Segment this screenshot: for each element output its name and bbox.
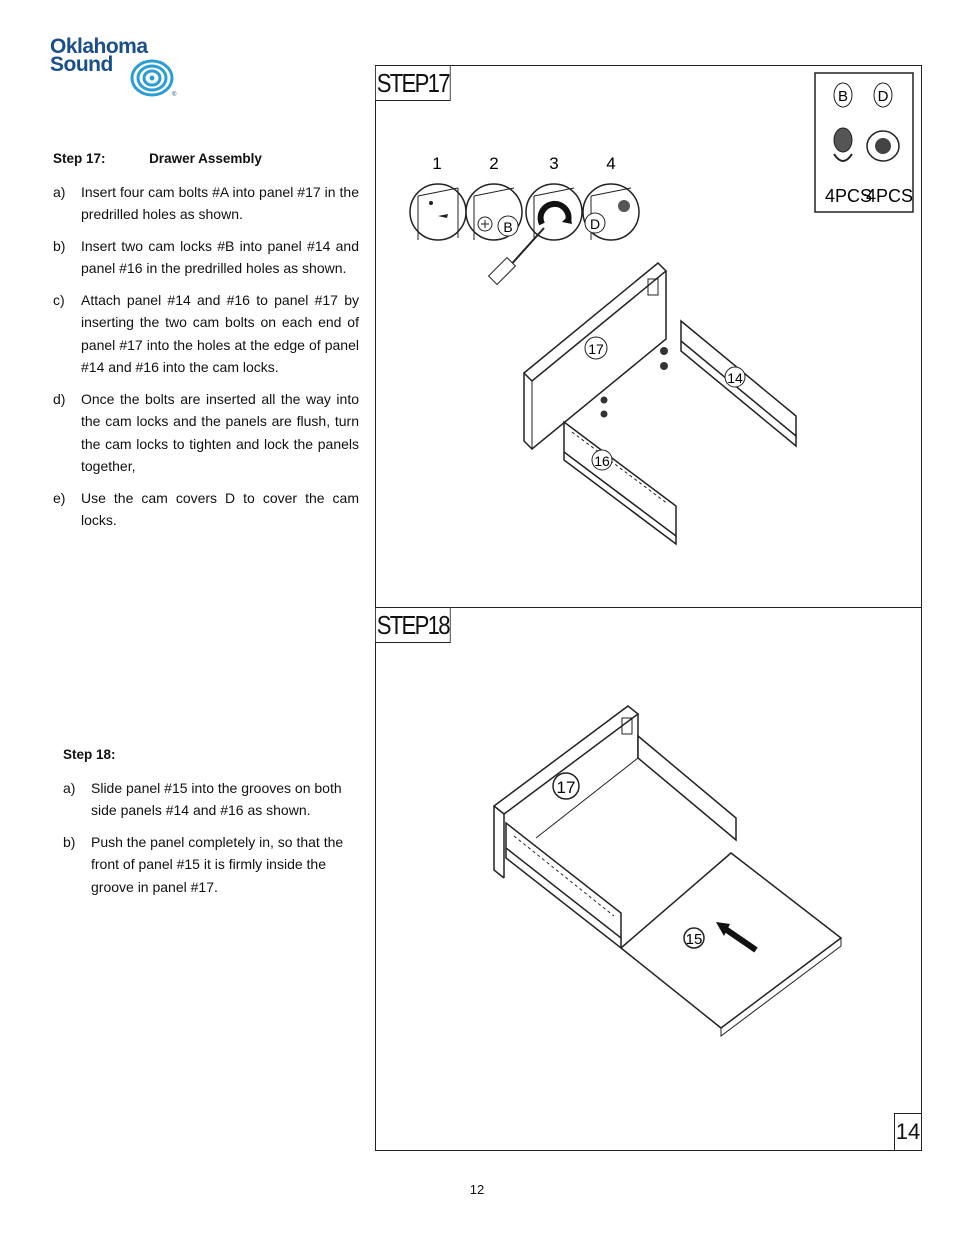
step17-item-c: c)Attach panel #14 and #16 to panel #17 …	[53, 291, 359, 376]
sound-waves-icon: ®	[130, 59, 177, 98]
step18-diagram-panel: STEP18 17 15	[375, 607, 922, 1151]
logo-line2: Sound	[50, 53, 113, 76]
part-b-label: B	[838, 88, 848, 105]
step17-heading-title: Drawer Assembly	[149, 151, 262, 166]
step18-panel-17-label: 17	[557, 778, 576, 797]
manual-page-number: 14	[894, 1113, 922, 1151]
step18-item-b: b)Push the panel completely in, so that …	[63, 833, 344, 895]
part-b-qty: 4PCS	[825, 186, 872, 206]
panel-16-label: 16	[594, 453, 610, 469]
step18-panel-15-label: 15	[686, 931, 703, 948]
step17-item-b: b)Insert two cam locks #B into panel #14…	[53, 237, 359, 277]
hardware-parts-box: B D 4PCS 4PCS	[814, 72, 914, 213]
step17-diagram-panel: STEP17 B D 4PCS 4PCS 1 2 3 4	[375, 65, 922, 608]
drawer-assembly-drawing: 17 15	[492, 705, 843, 1037]
cam-cover-icon	[866, 130, 900, 162]
substep-1-label: 1	[432, 154, 441, 173]
page-number: 12	[469, 1182, 485, 1197]
step17-heading: Step 17: Drawer Assembly	[53, 148, 359, 171]
cam-lock-icon	[833, 127, 853, 162]
panel-14-label: 14	[727, 370, 743, 386]
registered-mark: ®	[172, 91, 177, 98]
step18-heading: Step 18:	[63, 747, 116, 762]
part-d-qty: 4PCS	[866, 186, 913, 206]
substep-4-label: 4	[606, 154, 615, 173]
rotate-arrow-icon	[537, 200, 572, 226]
oklahoma-sound-logo: Oklahoma Sound ®	[50, 32, 180, 102]
part-d-label: D	[878, 88, 889, 105]
callout-d: D	[590, 216, 600, 232]
panel-17-drawing: 17	[522, 261, 668, 451]
step17-heading-number: Step 17:	[53, 151, 106, 166]
step18-illustration: 17 15	[492, 705, 843, 1037]
callout-b: B	[503, 219, 512, 235]
step17-instructions: Step 17: Drawer Assembly a)Insert four c…	[53, 148, 359, 541]
step17-tag: STEP17	[375, 65, 451, 101]
substep-2-label: 2	[489, 154, 498, 173]
panel-17-label: 17	[588, 341, 604, 357]
step18-tag: STEP18	[375, 607, 451, 643]
substep-3-circle	[525, 183, 583, 241]
panel-16-drawing: 16	[563, 396, 677, 546]
logo-line1: Oklahoma	[50, 35, 148, 58]
step17-illustration: B D 4PCS 4PCS 1 2 3 4	[409, 72, 914, 546]
step18-instructions: Step 18: a)Slide panel #15 into the groo…	[63, 744, 359, 907]
step17-item-d: d)Once the bolts are inserted all the wa…	[53, 390, 359, 475]
push-direction-arrow-icon	[716, 922, 758, 953]
substep-circles: 1 2 3 4 B D	[409, 154, 640, 286]
step18-item-a: a)Slide panel #15 into the grooves on bo…	[63, 779, 342, 819]
substep-3-label: 3	[549, 154, 558, 173]
panel-14-drawing: 14	[660, 319, 797, 448]
screwdriver-icon	[487, 227, 545, 286]
step17-item-e: e)Use the cam covers D to cover the cam …	[53, 489, 359, 529]
step17-item-a: a)Insert four cam bolts #A into panel #1…	[53, 183, 359, 223]
